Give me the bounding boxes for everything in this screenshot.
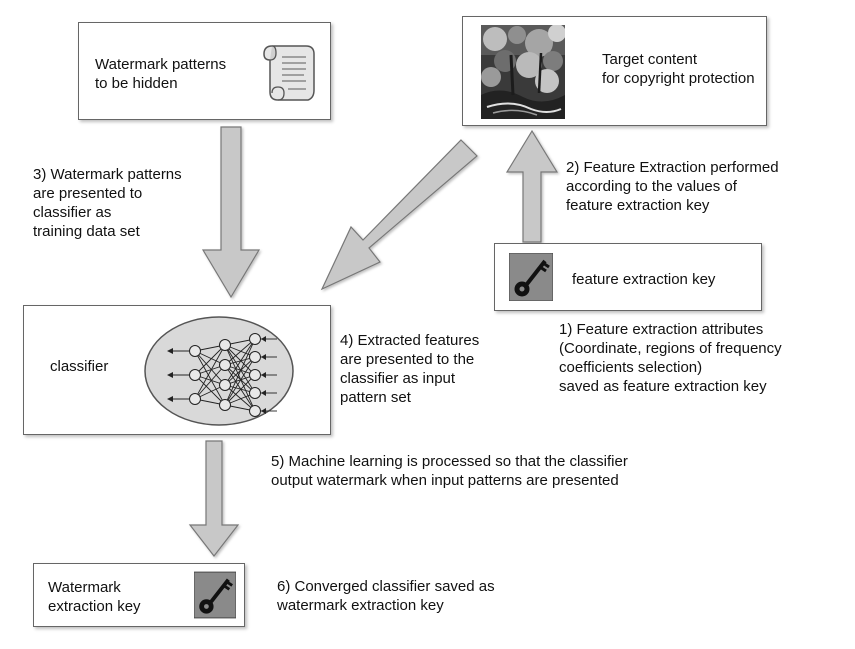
arrow-key-to-target xyxy=(505,129,559,243)
classifier-box: classifier xyxy=(23,305,331,435)
classifier-label: classifier xyxy=(50,358,109,375)
neural-network-icon xyxy=(144,316,294,426)
watermark-patterns-box: Watermark patterns to be hidden xyxy=(78,22,331,120)
watermark-patterns-label: Watermark patterns to be hidden xyxy=(95,56,227,92)
feature-key-label: feature extraction key xyxy=(572,271,716,288)
step-5-text: 5) Machine learning is processed so that… xyxy=(271,453,628,489)
step-3-text: 3) Watermark patterns are presented to c… xyxy=(33,166,182,240)
step-2-text: 2) Feature Extraction performed accordin… xyxy=(566,159,779,214)
arrow-classifier-to-key xyxy=(188,440,240,557)
feature-key-box: feature extraction key xyxy=(494,243,762,311)
arrow-patterns-to-classifier xyxy=(201,126,261,299)
target-content-box: Target content for copyright protection xyxy=(462,16,767,126)
target-content-label: Target content for copyright protection xyxy=(602,51,755,87)
watermark-key-label: Watermark extraction key xyxy=(48,579,141,615)
step-1-text: 1) Feature extraction attributes (Coordi… xyxy=(559,321,782,395)
key-icon xyxy=(194,571,236,619)
watermark-key-box: Watermark extraction key xyxy=(33,563,245,627)
key-icon xyxy=(509,253,553,301)
scroll-icon xyxy=(263,45,315,101)
step-6-text: 6) Converged classifier saved as waterma… xyxy=(277,578,495,614)
arrow-target-to-classifier xyxy=(320,139,478,291)
forest-photo-icon xyxy=(481,25,565,119)
step-4-text: 4) Extracted features are presented to t… xyxy=(340,332,480,406)
